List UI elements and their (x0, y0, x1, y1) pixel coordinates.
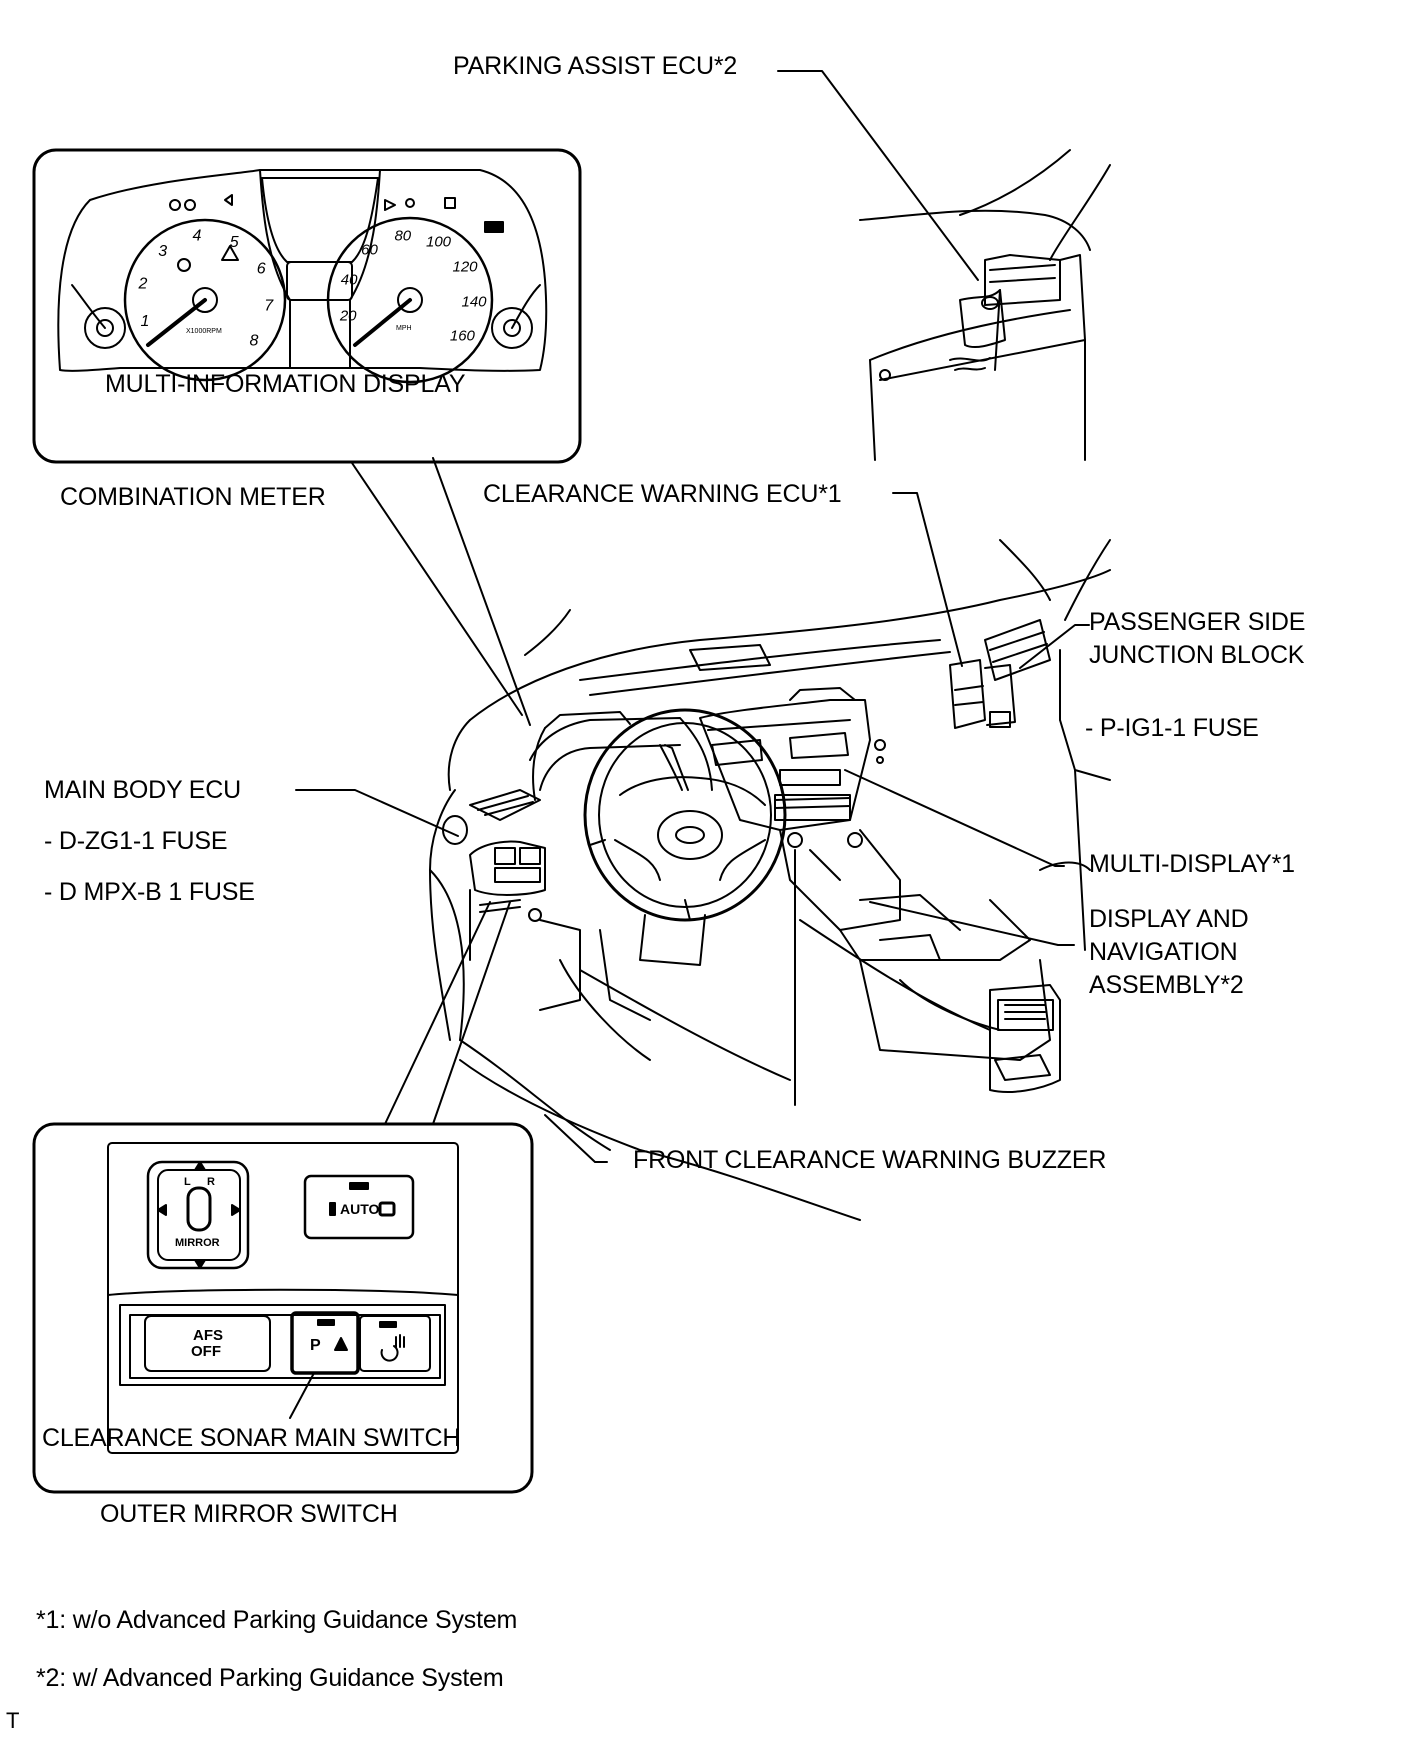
label-display-navigation-assembly: DISPLAY AND NAVIGATION ASSEMBLY*2 (1089, 905, 1249, 999)
leader-switch-inset-right (432, 901, 511, 1125)
mirror-l-label: L (184, 1176, 191, 1188)
leader-display-navigation (869, 901, 1075, 946)
tachometer (123, 218, 287, 382)
sonar-p-label: P (310, 1337, 321, 1354)
fuel-gauge (84, 307, 126, 349)
speedo-number-80: 80 (394, 227, 411, 244)
console-rear (989, 984, 1061, 1093)
afs-label-1: AFS (193, 1327, 223, 1344)
center-stack (699, 699, 871, 831)
label-passenger-side-junction-block: PASSENGER SIDE JUNCTION BLOCK (1089, 608, 1306, 669)
label-combination-meter: COMBINATION METER (60, 483, 326, 511)
label-front-clearance-warning-buzzer: FRONT CLEARANCE WARNING BUZZER (633, 1146, 1107, 1174)
leader-multi-display (844, 769, 1065, 867)
tacho-number-2: 2 (138, 275, 148, 292)
afs-off-switch (144, 1315, 271, 1372)
speedo-number-120: 120 (452, 258, 478, 275)
speedo-number-100: 100 (426, 234, 452, 251)
leader-clearance-sonar-switch (289, 1372, 315, 1419)
cluster-outline (57, 169, 548, 372)
auto-label: AUTO (340, 1201, 380, 1217)
leader-passenger-side-junction-block (1019, 624, 1090, 669)
auto-light-switch (303, 1174, 415, 1240)
leader-main-body-ecu (295, 789, 459, 837)
speedo-number-20: 20 (339, 308, 357, 325)
leader-clearance-warning-ecu (892, 492, 963, 667)
label-main-body-ecu: MAIN BODY ECU (44, 776, 241, 804)
tacho-unit: X1000RPM (186, 328, 222, 335)
tacho-number-6: 6 (257, 261, 266, 278)
label-d-mpx-b1-fuse: - D MPX-B 1 FUSE (44, 878, 255, 906)
speedometer (326, 216, 494, 384)
combination-meter-inset-frame (32, 148, 582, 464)
mirror-r-label: R (207, 1176, 215, 1188)
dashboard-outline (469, 569, 1111, 721)
label-parking-assist-ecu: PARKING ASSIST ECU*2 (453, 52, 738, 80)
main-body-ecu-area (469, 840, 546, 896)
leader-switch-inset-left (384, 901, 491, 1125)
label-multi-information-display: MULTI-INFORMATION DISPLAY (105, 370, 466, 398)
speedo-number-60: 60 (361, 241, 378, 258)
steering-wheel (583, 708, 787, 922)
label-d-zg1-1-fuse: - D-ZG1-1 FUSE (44, 827, 228, 855)
outer-mirror-switch-inset-frame (32, 1122, 534, 1494)
corner-mark: T (6, 1708, 20, 1733)
label-outer-mirror-switch: OUTER MIRROR SWITCH (100, 1500, 398, 1528)
afs-label-2: OFF (191, 1343, 221, 1360)
tacho-number-7: 7 (264, 298, 274, 315)
mirror-control-switch (146, 1160, 250, 1270)
cluster-hood (529, 717, 713, 791)
tacho-number-8: 8 (250, 332, 259, 349)
temp-gauge (491, 307, 533, 349)
clearance-warning-ecu-module (949, 659, 986, 729)
label-clearance-sonar-main-switch: CLEARANCE SONAR MAIN SWITCH (42, 1424, 461, 1452)
clearance-sonar-switch-body (290, 1311, 360, 1375)
speedo-number-160: 160 (450, 328, 476, 345)
mirror-label: MIRROR (175, 1237, 220, 1249)
tacho-number-1: 1 (140, 313, 149, 330)
speedo-number-140: 140 (461, 293, 487, 310)
speedo-number-40: 40 (341, 271, 358, 288)
leader-combination-meter (351, 462, 523, 716)
tacho-number-3: 3 (158, 243, 167, 260)
footnote-2: *2: w/ Advanced Parking Guidance System (36, 1664, 504, 1692)
label-multi-display: MULTI-DISPLAY*1 (1089, 850, 1295, 878)
tacho-number-4: 4 (193, 228, 202, 245)
label-clearance-warning-ecu: CLEARANCE WARNING ECU*1 (483, 480, 842, 508)
leader-parking-assist-ecu (777, 70, 979, 281)
leader-front-clearance-buzzer (544, 1114, 608, 1163)
tacho-number-5: 5 (230, 234, 239, 251)
label-p-ig1-1-fuse: - P-IG1-1 FUSE (1085, 714, 1259, 742)
footnote-1: *1: w/o Advanced Parking Guidance System (36, 1606, 518, 1634)
leader-multi-information-display (432, 457, 531, 726)
speedo-unit: MPH (396, 325, 412, 332)
